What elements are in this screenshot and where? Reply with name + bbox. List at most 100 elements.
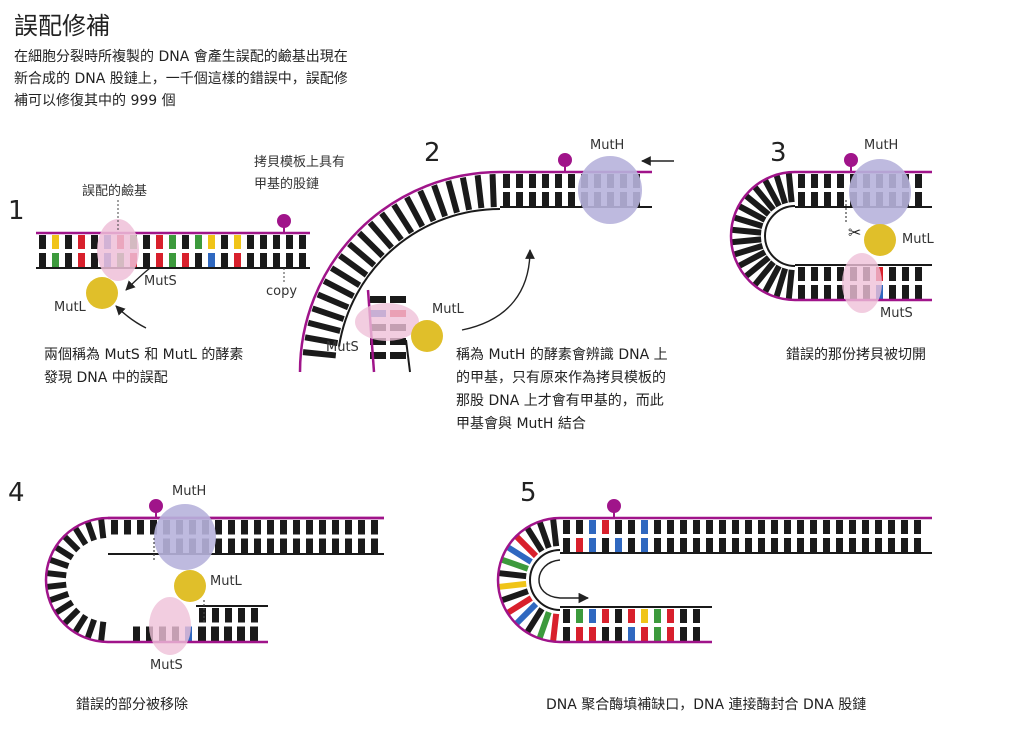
- base-pair: [743, 193, 771, 217]
- base-pair: [319, 538, 326, 553]
- base-pair: [302, 349, 337, 359]
- base-pair: [84, 618, 97, 640]
- base-pair: [810, 538, 817, 552]
- base-pair: [379, 211, 404, 242]
- base-pair: [52, 235, 59, 249]
- step-2-caption: 稱為 MutH 的酵素會辨識 DNA 上 的甲基，只有原來作為拷貝模板的 那股 …: [456, 344, 668, 436]
- base-pair: [902, 285, 909, 299]
- backbone-curve-outer: [298, 170, 501, 373]
- base-pair: [241, 538, 248, 553]
- base-pair: [837, 267, 844, 281]
- base-pair: [563, 520, 570, 534]
- base-pair: [306, 520, 313, 535]
- base-pair: [811, 192, 818, 206]
- caption-line: 那股 DNA 上才會有甲基的，而此: [456, 393, 664, 409]
- backbone-curve-inner: [338, 208, 501, 347]
- base-pair: [345, 538, 352, 553]
- base-pair: [390, 352, 406, 359]
- base-pair: [91, 235, 98, 249]
- arrows-and-marks: ✂: [115, 156, 861, 622]
- base-pair: [169, 253, 176, 267]
- base-pair: [371, 520, 378, 535]
- scissors-icon: ✂: [848, 223, 861, 242]
- base-pair: [641, 520, 648, 534]
- base-pair: [329, 265, 362, 288]
- page-title: 誤配修補: [14, 12, 110, 40]
- muts-enzyme: [842, 253, 882, 313]
- base-pair: [576, 627, 583, 641]
- base-pair: [146, 626, 153, 641]
- base-pair: [602, 520, 609, 534]
- base-pair: [48, 591, 70, 604]
- base-pair: [589, 609, 596, 623]
- base-pair: [667, 520, 674, 534]
- step-1-mismatch-label: 誤配的鹼基: [82, 184, 148, 199]
- step-1-methyl-label: 拷貝模板上具有 甲基的股鏈: [254, 152, 345, 196]
- base-pair: [811, 174, 818, 188]
- step-1-caption: 兩個稱為 MutS 和 MutL 的酵素 發現 DNA 中的誤配: [44, 344, 243, 390]
- step-2-muth-label: MutH: [590, 138, 625, 153]
- base-pair: [784, 538, 791, 552]
- base-pair: [797, 538, 804, 552]
- base-pair: [615, 609, 622, 623]
- base-pair: [745, 520, 752, 534]
- base-pair: [811, 267, 818, 281]
- base-pair: [150, 520, 157, 535]
- base-pair: [706, 520, 713, 534]
- base-pair: [306, 538, 313, 553]
- base-pair: [615, 538, 622, 552]
- base-pair: [98, 621, 107, 642]
- base-pair: [615, 520, 622, 534]
- base-pair: [293, 538, 300, 553]
- base-pair: [390, 296, 406, 303]
- base-pair: [237, 626, 244, 641]
- base-pair: [338, 253, 369, 278]
- methyl-group: [607, 499, 621, 513]
- base-pair: [550, 518, 560, 547]
- base-pair: [238, 608, 245, 623]
- base-pair: [798, 285, 805, 299]
- methyl-label-line-2: 甲基的股鏈: [254, 177, 320, 192]
- base-pair: [706, 538, 713, 552]
- base-pair: [836, 520, 843, 534]
- base-pair: [654, 627, 661, 641]
- base-pair: [53, 599, 75, 616]
- base-pair: [195, 235, 202, 249]
- base-pair: [208, 235, 215, 249]
- base-pair: [91, 253, 98, 267]
- base-pair: [914, 520, 921, 534]
- caption-line: 錯誤的部分被移除: [76, 697, 188, 713]
- base-pair: [390, 338, 406, 345]
- base-pair: [307, 319, 341, 334]
- base-pair: [693, 627, 700, 641]
- base-pair: [500, 556, 529, 572]
- base-pair: [225, 608, 232, 623]
- step-4-mutl-label: MutL: [210, 574, 242, 589]
- base-pair: [762, 178, 782, 208]
- base-pair: [836, 538, 843, 552]
- methyl-group: [844, 153, 858, 167]
- step-4-number: 4: [8, 478, 25, 508]
- base-pair: [489, 174, 497, 208]
- base-pair: [182, 253, 189, 267]
- base-pair: [48, 556, 70, 569]
- base-pair: [445, 180, 460, 214]
- base-pair: [837, 192, 844, 206]
- base-pair: [862, 520, 869, 534]
- base-pair: [273, 253, 280, 267]
- base-pair: [771, 520, 778, 534]
- base-pair: [785, 269, 795, 300]
- base-pair: [358, 520, 365, 535]
- base-pair: [254, 520, 261, 535]
- base-pair: [370, 296, 386, 303]
- base-pair: [743, 255, 771, 279]
- step-5-number: 5: [520, 478, 537, 508]
- base-pair: [459, 176, 473, 211]
- base-pair: [524, 525, 545, 553]
- base-pair: [52, 253, 59, 267]
- caption-line: 稱為 MutH 的酵素會辨識 DNA 上: [456, 347, 668, 363]
- base-pair: [514, 601, 539, 626]
- base-pair: [516, 174, 523, 188]
- step-3-number: 3: [770, 138, 787, 168]
- base-pair: [875, 538, 882, 552]
